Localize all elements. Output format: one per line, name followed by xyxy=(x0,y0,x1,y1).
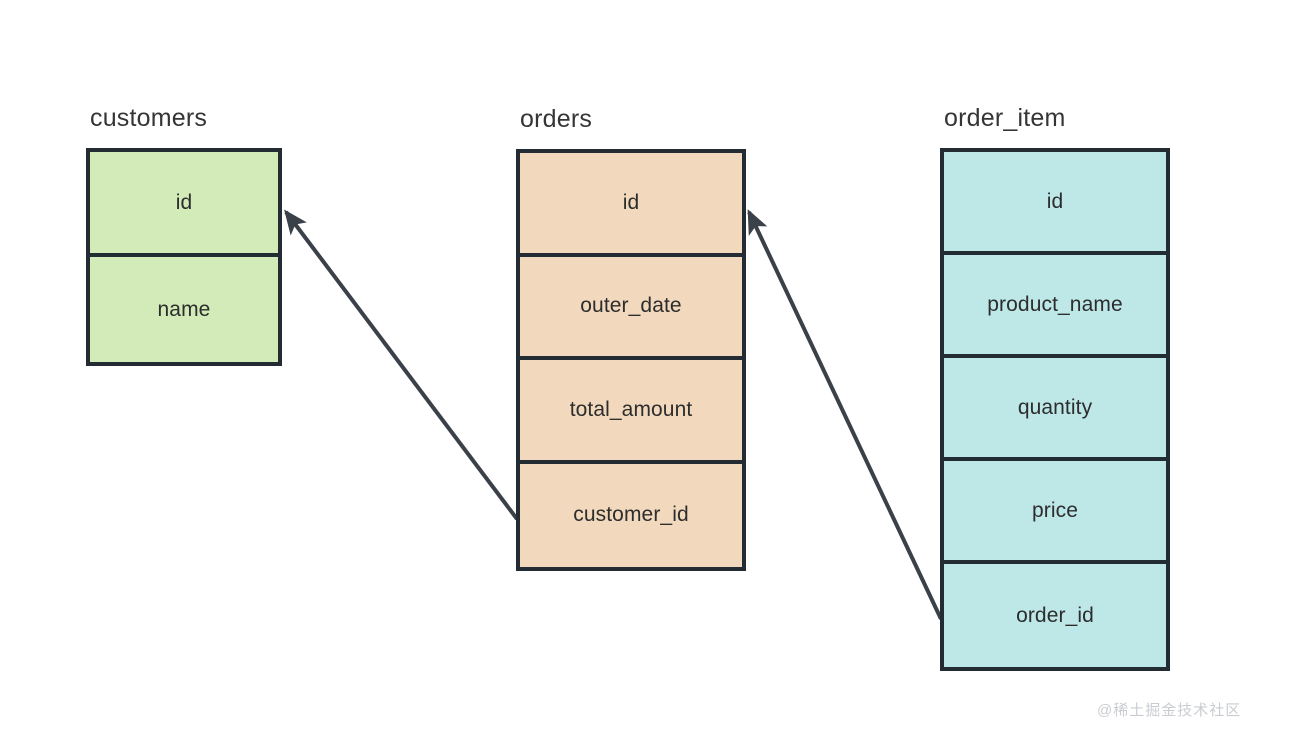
column-name: name xyxy=(157,297,211,321)
table-row[interactable]: order_id xyxy=(944,564,1166,667)
column-name: customer_id xyxy=(573,503,689,527)
column-name: id xyxy=(175,190,193,214)
table-title-customers: customers xyxy=(90,104,208,132)
table-title-orders: orders xyxy=(520,105,593,133)
table-row[interactable]: product_name xyxy=(944,255,1166,358)
column-name: id xyxy=(1046,189,1064,213)
column-name: price xyxy=(1031,498,1079,522)
column-name: outer_date xyxy=(580,294,682,318)
table-orders[interactable]: id outer_date total_amount customer_id xyxy=(516,149,746,571)
column-name: order_id xyxy=(1016,603,1094,627)
table-title-order_item: order_item xyxy=(944,104,1066,132)
column-name: total_amount xyxy=(569,397,693,421)
table-row[interactable]: total_amount xyxy=(520,360,742,464)
watermark: @稀土掘金技术社区 xyxy=(1097,702,1242,719)
relationship-arrow xyxy=(747,209,943,620)
table-row[interactable]: id xyxy=(520,153,742,257)
table-customers[interactable]: id name xyxy=(86,148,282,366)
column-name: id xyxy=(622,190,640,214)
column-name: quantity xyxy=(1017,395,1093,419)
column-name: product_name xyxy=(987,292,1123,316)
table-row[interactable]: name xyxy=(90,257,278,362)
table-row[interactable]: outer_date xyxy=(520,257,742,360)
table-row[interactable]: customer_id xyxy=(520,464,742,568)
relationship-arrow xyxy=(284,209,519,521)
table-row[interactable]: id xyxy=(944,152,1166,255)
table-row[interactable]: price xyxy=(944,461,1166,564)
table-row[interactable]: quantity xyxy=(944,358,1166,461)
table-row[interactable]: id xyxy=(90,152,278,257)
table-order_item[interactable]: id product_name quantity price order_id xyxy=(940,148,1170,671)
